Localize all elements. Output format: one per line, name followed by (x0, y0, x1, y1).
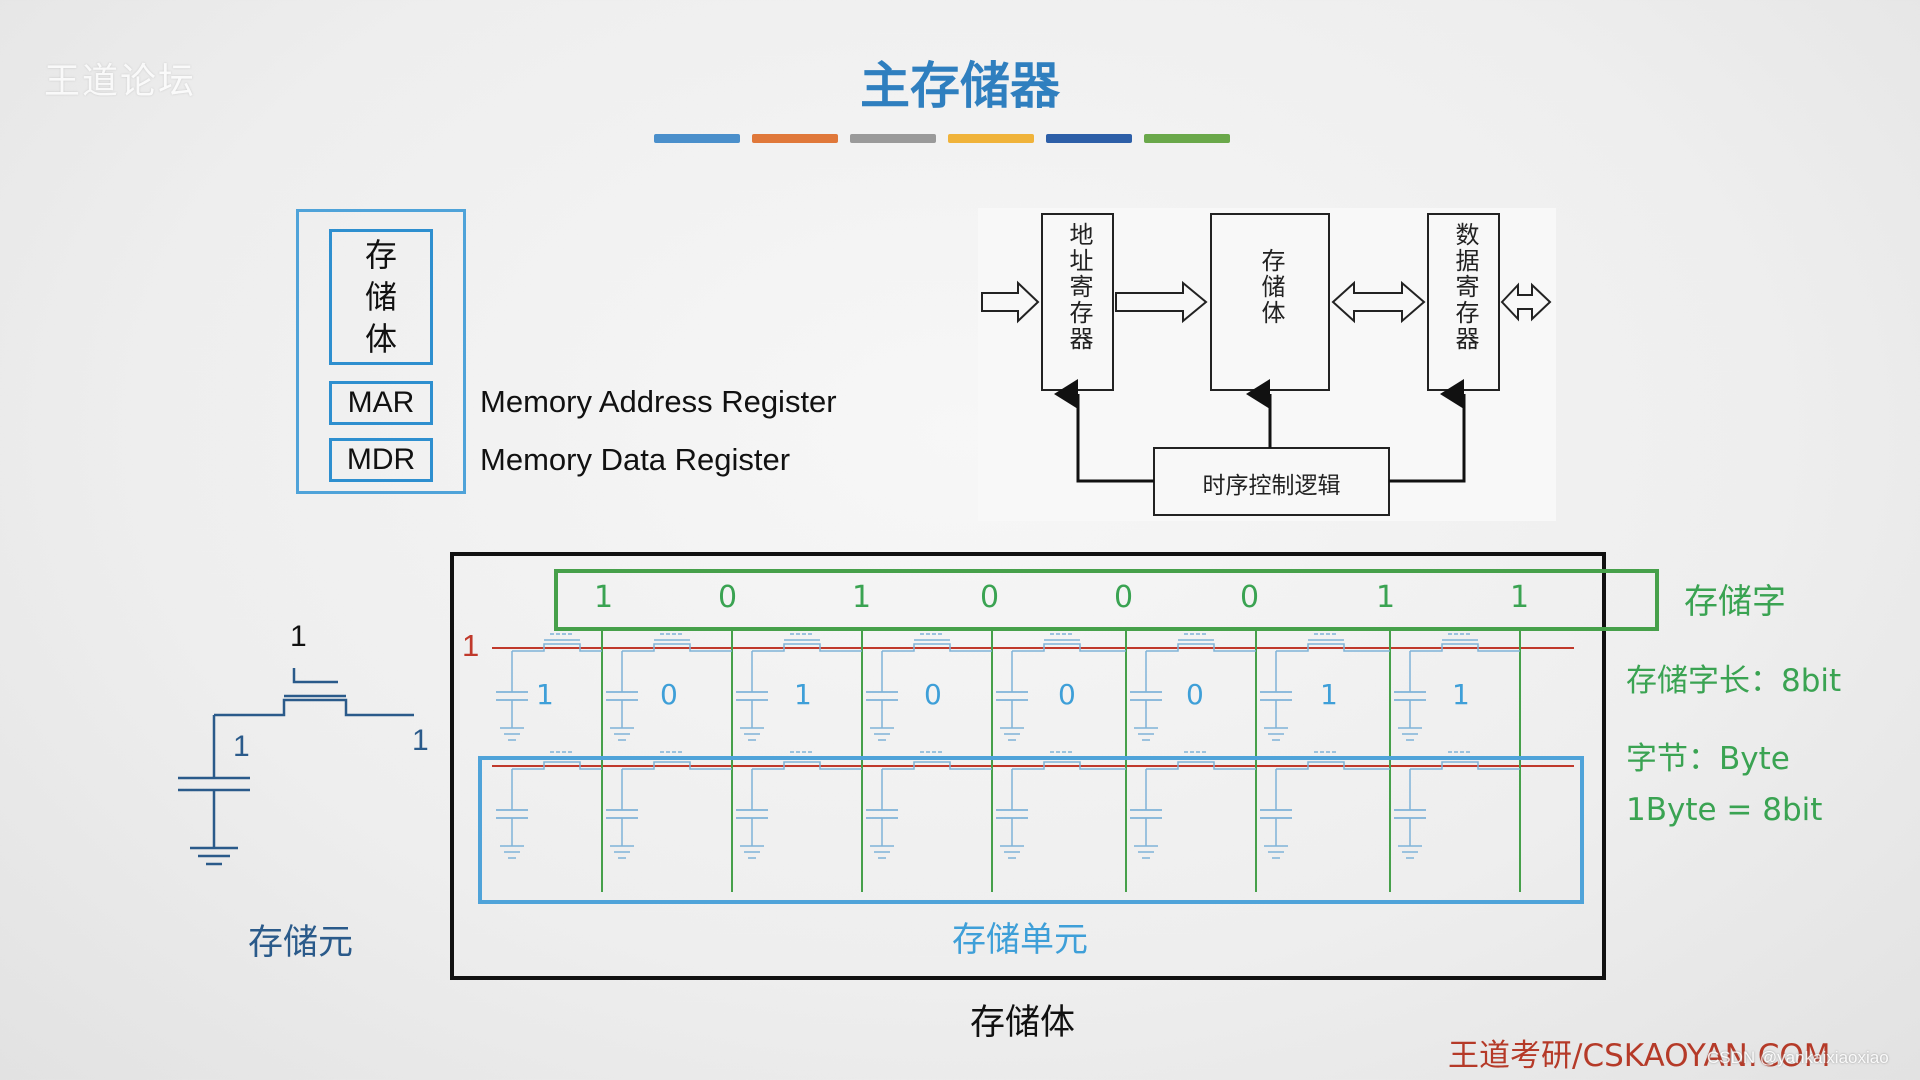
cell-stored-value: 1 (1452, 678, 1470, 711)
cell-circuit (1276, 761, 1390, 770)
storage-box (1210, 213, 1330, 391)
word-bit-value: 0 (718, 580, 738, 615)
cell-circuit (1146, 643, 1256, 652)
cell-circuit (622, 761, 732, 770)
timing-control-label: 时序控制逻辑 (1202, 473, 1341, 499)
word-bit-value: 0 (980, 580, 1000, 615)
main-memory-block: 存储体 MAR MDR (296, 209, 466, 494)
row-select-value: 1 (462, 628, 480, 663)
mdr-box: MDR (329, 438, 433, 482)
address-to-storage-arrow (1115, 280, 1208, 324)
page-title: 主存储器 (860, 57, 1060, 115)
storage-cell-label: 存储元 (248, 923, 354, 963)
logo-watermark: 王道论坛 (44, 61, 197, 102)
cell-circuit (1012, 643, 1126, 652)
input-arrow (981, 280, 1040, 324)
word-bit-value: 1 (594, 580, 614, 615)
color-bar (1046, 134, 1132, 143)
mar-full-name: Memory Address Register (480, 384, 837, 419)
memory-body-frame (450, 552, 1606, 980)
cell-circuit (752, 761, 862, 770)
color-bar (850, 134, 936, 143)
cell-stored-value: 1 (1320, 678, 1338, 711)
mar-label: MAR (347, 386, 415, 419)
cell-circuit (1276, 643, 1390, 652)
data-io-arrow (1500, 282, 1552, 322)
storage-label: 存储体 (1257, 248, 1285, 326)
mar-box: MAR (329, 381, 433, 425)
word-length-label: 存储字长：8bit (1626, 663, 1842, 699)
cell-circuit (882, 761, 992, 770)
storage-body-caption: 存储体 (969, 1003, 1075, 1043)
csdn-credit: CSDN @yankaixiaoxiao (1707, 1048, 1889, 1067)
color-bar (654, 134, 740, 143)
cell-line-value: 1 (412, 724, 429, 757)
cell-stored-value: 1 (794, 678, 812, 711)
memory-block-diagram: 地址寄存器 存储体 数据寄存器 时序控制逻辑 (978, 208, 1556, 521)
word-bit-value: 1 (1510, 580, 1530, 615)
storage-word-box (554, 569, 1659, 631)
cell-circuit (622, 643, 732, 652)
word-bit-value: 1 (1376, 580, 1396, 615)
storage-word-label: 存储字 (1684, 582, 1786, 622)
storage-body-box: 存储体 (329, 229, 433, 365)
cell-circuit (512, 643, 602, 652)
cell-stored-value: 0 (1058, 678, 1076, 711)
cell-circuit (882, 643, 992, 652)
cell-stored-value: 0 (924, 678, 942, 711)
footer-brand: 王道考研/CSKAOYAN.COM (1448, 1038, 1831, 1074)
color-bar (1144, 134, 1230, 143)
mdr-label: MDR (346, 443, 416, 476)
cell-stored-value: 1 (536, 678, 554, 711)
cell-circuit (1012, 761, 1126, 770)
color-bar (752, 134, 838, 143)
block-diagram-lines (981, 213, 1552, 516)
cell-gate-value: 1 (290, 620, 307, 653)
byte-label: 字节：Byte (1626, 741, 1790, 777)
cell-stored-value: 0 (1186, 678, 1204, 711)
address-register-label: 地址寄存器 (1065, 222, 1093, 352)
storage-data-arrow (1331, 280, 1426, 324)
word-bit-value: 0 (1240, 580, 1260, 615)
storage-unit-box (478, 756, 1584, 904)
word-bit-value: 1 (852, 580, 872, 615)
storage-body-label: 存储体 (364, 236, 397, 358)
data-register-label: 数据寄存器 (1451, 222, 1479, 352)
word-bit-value: 0 (1114, 580, 1134, 615)
cell-circuit (1410, 643, 1520, 652)
mdr-full-name: Memory Data Register (480, 442, 791, 477)
cell-capacitor-value: 1 (233, 730, 250, 763)
storage-unit-label: 存储单元 (952, 920, 1088, 960)
color-bar (948, 134, 1034, 143)
cell-stored-value: 0 (660, 678, 678, 711)
cell-circuit (512, 761, 602, 770)
byte-equation-label: 1Byte = 8bit (1626, 792, 1823, 828)
cell-circuit (752, 643, 862, 652)
cell-circuit (1410, 761, 1520, 770)
storage-cell-diagram (178, 668, 414, 866)
cell-circuit (1146, 761, 1256, 770)
